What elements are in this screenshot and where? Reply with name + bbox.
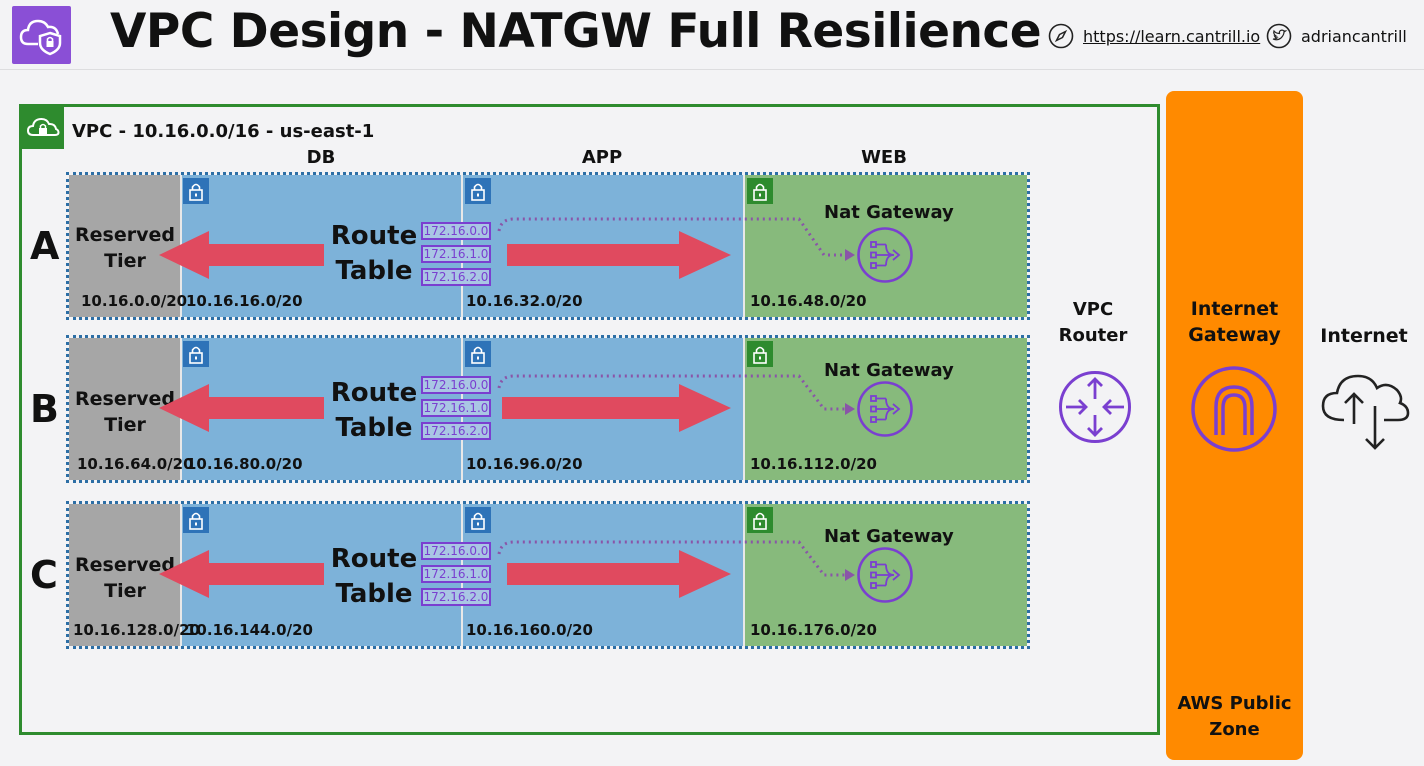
subnet-lock-icon <box>183 341 209 367</box>
row-letter-c: C <box>30 553 58 597</box>
website-link[interactable]: https://learn.cantrill.io <box>1048 23 1260 49</box>
db-cidr: 10.16.16.0/20 <box>186 292 303 310</box>
column-label-web: WEB <box>861 147 907 168</box>
nat-gateway-icon <box>856 546 914 604</box>
route-entry[interactable]: 172.16.1.0 <box>421 565 491 583</box>
subnet-lock-icon <box>465 178 491 204</box>
route-table-line1: Route <box>330 378 418 408</box>
route-entry[interactable]: 172.16.2.0 <box>421 588 491 606</box>
app-cidr: 10.16.160.0/20 <box>466 621 593 639</box>
nat-gateway-icon <box>856 380 914 438</box>
twitter-handle: adriancantrill <box>1301 26 1407 46</box>
subnet-lock-icon <box>465 507 491 533</box>
reserved-cidr: 10.16.64.0/20 <box>77 455 194 473</box>
web-cidr: 10.16.176.0/20 <box>750 621 877 639</box>
app-cidr: 10.16.32.0/20 <box>466 292 583 310</box>
compass-icon <box>1048 23 1074 49</box>
route-entry[interactable]: 172.16.0.0 <box>421 542 491 560</box>
route-entry[interactable]: 172.16.1.0 <box>421 245 491 263</box>
subnet-divider <box>743 504 745 646</box>
website-link-text[interactable]: https://learn.cantrill.io <box>1083 26 1261 46</box>
vpc-label: VPC - 10.16.0.0/16 - us-east-1 <box>72 121 375 142</box>
reserved-tier-line2: Tier <box>104 250 146 272</box>
aws-public-zone-label: AWS Public Zone <box>1177 693 1292 740</box>
reserved-tier-line1: Reserved <box>75 554 175 576</box>
app-cidr: 10.16.96.0/20 <box>466 455 583 473</box>
route-entry[interactable]: 172.16.2.0 <box>421 422 491 440</box>
reserved-cidr: 10.16.0.0/20 <box>81 292 188 310</box>
subnet-divider <box>743 175 745 317</box>
route-table-entries: 172.16.0.0 172.16.1.0 172.16.2.0 <box>421 376 491 445</box>
db-cidr: 10.16.144.0/20 <box>186 621 313 639</box>
route-table-line1: Route <box>330 544 418 574</box>
column-label-db: DB <box>306 147 336 168</box>
nat-gateway-icon <box>856 226 914 284</box>
slide-header: VPC Design - NATGW Full Resilience https… <box>0 0 1424 70</box>
reserved-tier-line1: Reserved <box>75 388 175 410</box>
subnet-lock-icon <box>183 507 209 533</box>
subnet-lock-icon <box>465 341 491 367</box>
aws-public-zone: Internet Gateway AWS Public Zone <box>1166 91 1303 760</box>
reserved-tier-line1: Reserved <box>75 224 175 246</box>
nat-gateway-label: Nat Gateway <box>824 360 954 381</box>
reserved-cidr: 10.16.128.0/20 <box>73 621 200 639</box>
subnet-lock-icon <box>747 341 773 367</box>
cloud-shield-logo-icon <box>12 6 71 64</box>
reserved-tier-line2: Tier <box>104 414 146 436</box>
vpc-cloud-lock-icon <box>22 107 64 149</box>
route-entry[interactable]: 172.16.2.0 <box>421 268 491 286</box>
row-letter-a: A <box>30 224 60 268</box>
route-table-entries: 172.16.0.0 172.16.1.0 172.16.2.0 <box>421 542 491 611</box>
route-entry[interactable]: 172.16.1.0 <box>421 399 491 417</box>
row-letter-b: B <box>30 387 59 431</box>
twitter-bird-icon <box>1266 23 1292 49</box>
route-entry[interactable]: 172.16.0.0 <box>421 376 491 394</box>
reserved-tier-line2: Tier <box>104 580 146 602</box>
internet-cloud-icon <box>1321 374 1410 450</box>
vpc-router-icon <box>1059 371 1131 443</box>
slide-title: VPC Design - NATGW Full Resilience <box>110 4 1042 59</box>
vpc-router-label: VPC Router <box>1058 299 1128 346</box>
route-table-entries: 172.16.0.0 172.16.1.0 172.16.2.0 <box>421 222 491 291</box>
twitter-link[interactable]: adriancantrill <box>1266 23 1407 49</box>
subnet-lock-icon <box>747 507 773 533</box>
route-entry[interactable]: 172.16.0.0 <box>421 222 491 240</box>
route-table-line2: Table <box>335 579 413 609</box>
nat-gateway-label: Nat Gateway <box>824 526 954 547</box>
column-label-app: APP <box>581 147 623 168</box>
web-cidr: 10.16.48.0/20 <box>750 292 867 310</box>
subnet-divider <box>743 338 745 480</box>
route-table-line2: Table <box>335 413 413 443</box>
web-cidr: 10.16.112.0/20 <box>750 455 877 473</box>
subnet-lock-icon <box>747 178 773 204</box>
internet-gateway-label: Internet Gateway <box>1188 298 1281 346</box>
vpc-boundary: VPC - 10.16.0.0/16 - us-east-1 <box>19 104 1160 735</box>
route-table-line2: Table <box>335 256 413 286</box>
route-table-line1: Route <box>330 221 418 251</box>
internet-label: Internet <box>1320 325 1408 347</box>
subnet-lock-icon <box>183 178 209 204</box>
db-cidr: 10.16.80.0/20 <box>186 455 303 473</box>
internet-gateway-icon <box>1191 366 1277 452</box>
nat-gateway-label: Nat Gateway <box>824 202 954 223</box>
